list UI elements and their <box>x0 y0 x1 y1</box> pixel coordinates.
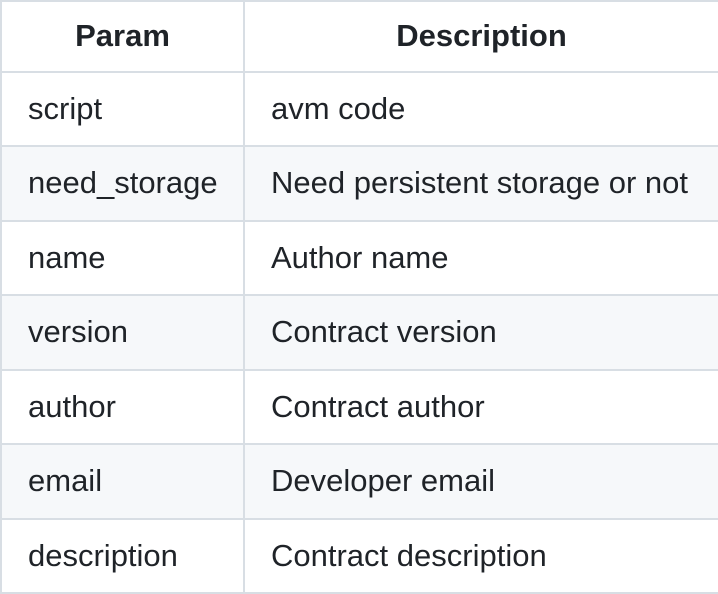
param-cell: name <box>0 219 245 296</box>
description-cell: Contract author <box>243 368 718 445</box>
description-cell: Author name <box>243 219 718 296</box>
param-cell: need_storage <box>0 145 245 222</box>
table-row: need_storage Need persistent storage or … <box>0 145 718 222</box>
param-cell: description <box>0 517 245 594</box>
table-header: Param Description <box>0 0 718 73</box>
param-cell: email <box>0 443 245 520</box>
table-row: name Author name <box>0 219 718 296</box>
table-row: author Contract author <box>0 368 718 445</box>
description-cell: Contract description <box>243 517 718 594</box>
param-cell: version <box>0 294 245 371</box>
table-row: script avm code <box>0 70 718 147</box>
description-cell: Need persistent storage or not <box>243 145 718 222</box>
param-cell: author <box>0 368 245 445</box>
column-header-description: Description <box>243 0 718 73</box>
table-body: script avm code need_storage Need persis… <box>0 70 718 594</box>
param-cell: script <box>0 70 245 147</box>
header-row: Param Description <box>0 0 718 73</box>
column-header-param: Param <box>0 0 245 73</box>
description-cell: Developer email <box>243 443 718 520</box>
table-row: email Developer email <box>0 443 718 520</box>
table-row: version Contract version <box>0 294 718 371</box>
description-cell: Contract version <box>243 294 718 371</box>
table-row: description Contract description <box>0 517 718 594</box>
description-cell: avm code <box>243 70 718 147</box>
